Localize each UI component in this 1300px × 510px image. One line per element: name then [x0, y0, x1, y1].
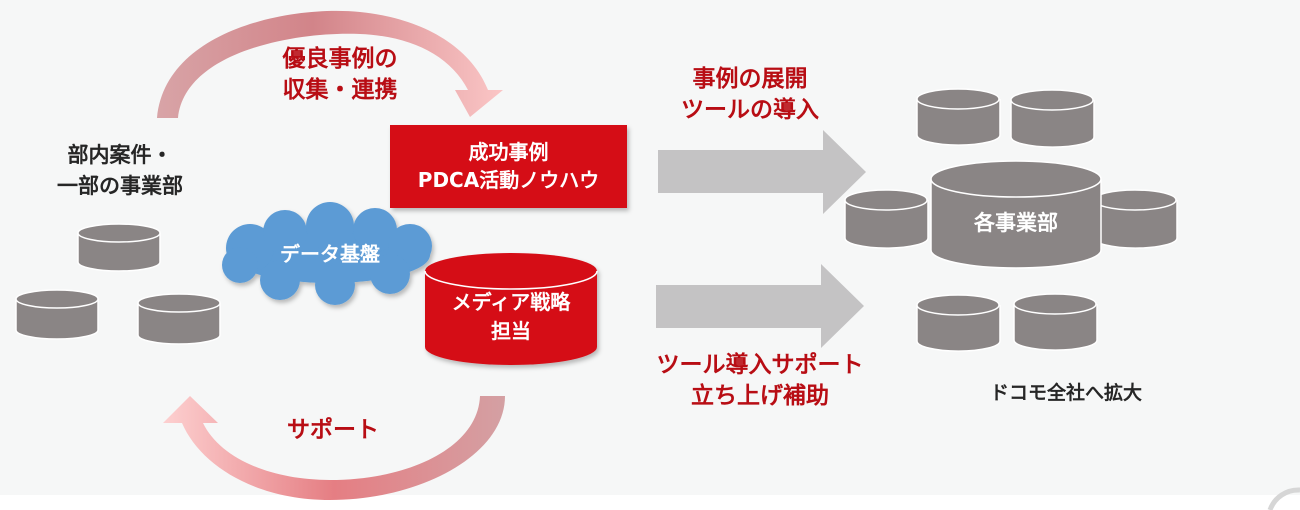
- cylinder-icon: [1013, 293, 1098, 351]
- clockwise-arc-arrow-icon: [157, 10, 503, 118]
- cylinder-icon: [1093, 189, 1178, 249]
- cylinder-icon: [1010, 89, 1095, 148]
- right-cylinders: [844, 88, 1178, 352]
- right-group-caption: ドコモ全社へ拡大: [989, 382, 1142, 404]
- top-loop-arrow: [157, 10, 503, 118]
- lower-arrow-label-line-2: 立ち上げ補助: [691, 383, 829, 409]
- lower-arrow-label: ツール導入サポート 立ち上げ補助: [630, 350, 890, 412]
- counter-clockwise-arc-arrow-icon: [163, 396, 505, 500]
- top-loop-label-line-1: 優良事例の: [282, 46, 398, 72]
- cylinder-icon: [137, 293, 221, 345]
- top-loop-label-line-2: 収集・連携: [282, 77, 398, 103]
- media-strategy-label-line-1: メディア戦略: [451, 290, 571, 314]
- upper-arrow-label: 事例の展開 ツールの導入: [650, 64, 850, 126]
- left-group-label-line-2: 一部の事業部: [57, 174, 183, 198]
- left-group-label-line-1: 部内案件・: [67, 143, 173, 167]
- lower-right-arrow-icon: [656, 264, 864, 348]
- success-box-line-2: PDCA活動ノウハウ: [417, 168, 600, 192]
- data-cloud-label: データ基盤: [280, 242, 380, 266]
- data-cloud-icon: [222, 202, 432, 305]
- upper-arrow-label-line-2: ツールの導入: [681, 97, 819, 123]
- left-group-label: 部内案件・ 一部の事業部: [25, 140, 215, 202]
- cylinder-icon: [15, 289, 99, 340]
- upper-arrow-label-line-1: 事例の展開: [692, 66, 808, 92]
- center-cylinder-label: 各事業部: [974, 211, 1058, 235]
- success-box: 成功事例 PDCA活動ノウハウ: [390, 138, 627, 194]
- cylinder-icon: [844, 189, 929, 249]
- lower-arrow-label-line-1: ツール導入サポート: [656, 352, 864, 378]
- cylinder-icon: [916, 294, 1001, 352]
- cylinder-icon: [916, 88, 1001, 146]
- top-loop-label: 優良事例の 収集・連携: [250, 44, 430, 106]
- media-strategy-label-line-2: 担当: [491, 319, 531, 343]
- success-box-line-1: 成功事例: [468, 140, 549, 164]
- center-cylinder-icon: [930, 160, 1102, 269]
- media-strategy-label: メディア戦略 担当: [425, 288, 597, 346]
- media-strategy-cylinder-icon: [424, 253, 598, 365]
- corner-circle-icon: [1267, 487, 1300, 510]
- left-cylinders: [15, 223, 221, 345]
- bottom-loop-label: サポート: [287, 417, 379, 443]
- upper-right-arrow-icon: [658, 130, 866, 214]
- bottom-loop-arrow: [163, 396, 505, 500]
- cylinder-icon: [77, 223, 161, 272]
- success-box-shape: [390, 125, 627, 208]
